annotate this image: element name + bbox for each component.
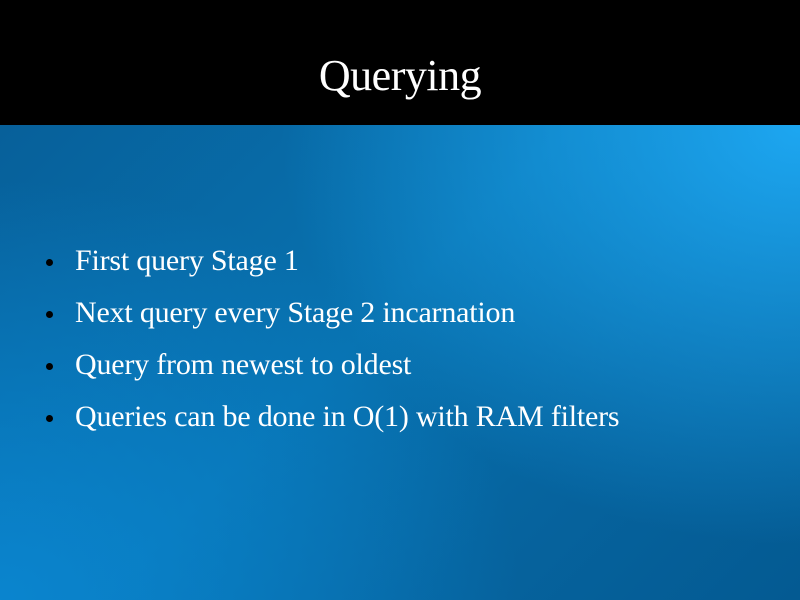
bullet-text: Next query every Stage 2 incarnation: [75, 296, 516, 329]
bullet-text: Query from newest to oldest: [75, 348, 412, 381]
bullet-text: First query Stage 1: [75, 244, 299, 277]
slide-title: Querying: [318, 51, 482, 100]
bullet-dot-icon: [46, 259, 53, 266]
title-bar: Querying: [0, 0, 800, 125]
bullet-text: Queries can be done in O(1) with RAM fil…: [75, 400, 620, 433]
bullet-dot-icon: [46, 363, 53, 370]
bullet-dot-icon: [46, 311, 53, 318]
slide-body-background: [0, 125, 800, 600]
bullet-dot-icon: [46, 415, 53, 422]
